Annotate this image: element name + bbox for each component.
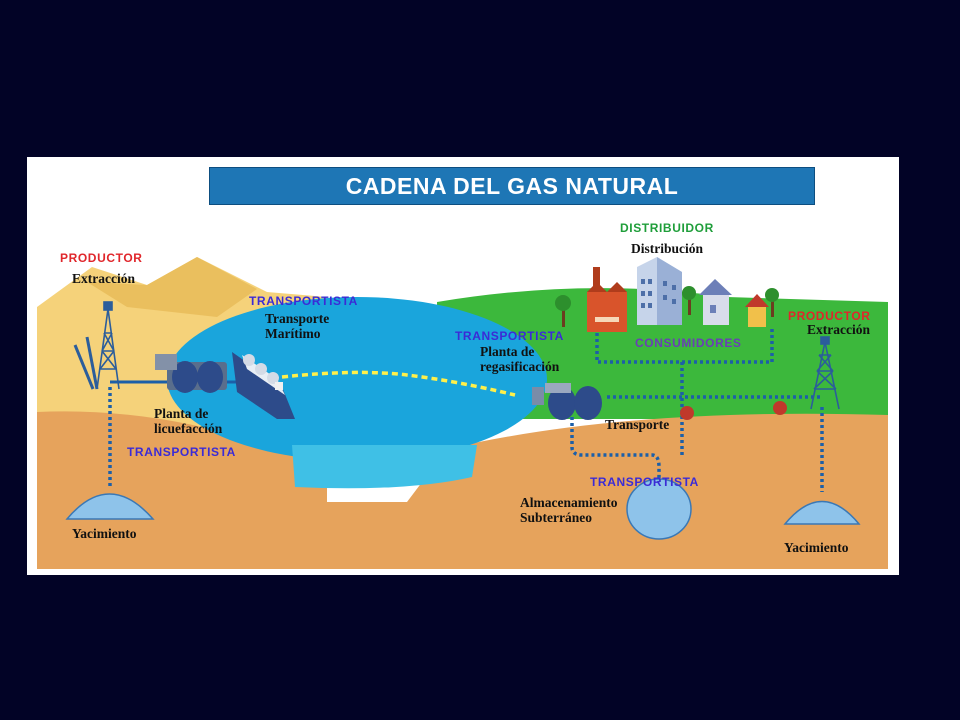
office-building-icon [637, 257, 682, 325]
extraccion-label-right: Extracción [807, 322, 870, 337]
diagram-artwork [37, 257, 888, 569]
tree-icon [682, 286, 696, 315]
reservoir-icon [783, 500, 861, 525]
transporte-maritimo-label: Transporte Marítimo [265, 311, 330, 341]
tree-icon [555, 295, 571, 327]
liquefaction-tanks-icon [155, 354, 227, 393]
valve-icon [773, 401, 787, 415]
distribucion-label: Distribución [631, 241, 704, 256]
planta-regasificacion-label: Planta de regasificación [480, 344, 560, 374]
distribuidor-label: DISTRIBUIDOR [620, 221, 714, 235]
transportista-label-almacenamiento: TRANSPORTISTA [590, 475, 699, 489]
storage-cavern-icon [626, 478, 692, 540]
title-bar: CADENA DEL GAS NATURAL [209, 167, 815, 205]
sea [167, 297, 547, 461]
reservoir-icon [65, 493, 155, 520]
productor-label-left: PRODUCTOR [60, 251, 143, 265]
gas-chain-diagram: CADENA DEL GAS NATURAL PRODUCTOR Extracc… [27, 157, 899, 575]
transportista-label-left: TRANSPORTISTA [127, 445, 236, 459]
desert-shade [87, 257, 257, 317]
transporte-label: Transporte [605, 417, 670, 432]
transportista-label-regasificacion: TRANSPORTISTA [455, 329, 564, 343]
sea-lower [292, 445, 477, 489]
house-icon [745, 294, 769, 327]
transportista-label-maritimo: TRANSPORTISTA [249, 294, 358, 308]
pipelines [108, 327, 824, 492]
almacenamiento-label: Almacenamiento Subterráneo [520, 495, 618, 525]
oil-derrick-icon [810, 336, 840, 410]
productor-label-right: PRODUCTOR [788, 309, 871, 323]
yacimiento-label-left: Yacimiento [72, 526, 137, 541]
lng-route [281, 370, 516, 397]
tree-icon [765, 288, 779, 317]
diagram-title: CADENA DEL GAS NATURAL [345, 172, 679, 199]
valve-icon [680, 406, 694, 420]
consumidores-label: CONSUMIDORES [635, 336, 742, 350]
house-icon [699, 279, 732, 325]
pipeline-distribution [595, 327, 774, 364]
lng-tanker-ship-icon [232, 352, 295, 419]
planta-licuefaccion-label: Planta de licuefacción [154, 406, 223, 436]
extraccion-label-left: Extracción [72, 271, 135, 286]
regasification-tanks-icon [532, 383, 602, 420]
pipeline-storage [570, 417, 661, 482]
oil-derrick-icon [73, 301, 120, 390]
factory-icon [587, 267, 627, 332]
yacimiento-label-right: Yacimiento [784, 540, 849, 555]
